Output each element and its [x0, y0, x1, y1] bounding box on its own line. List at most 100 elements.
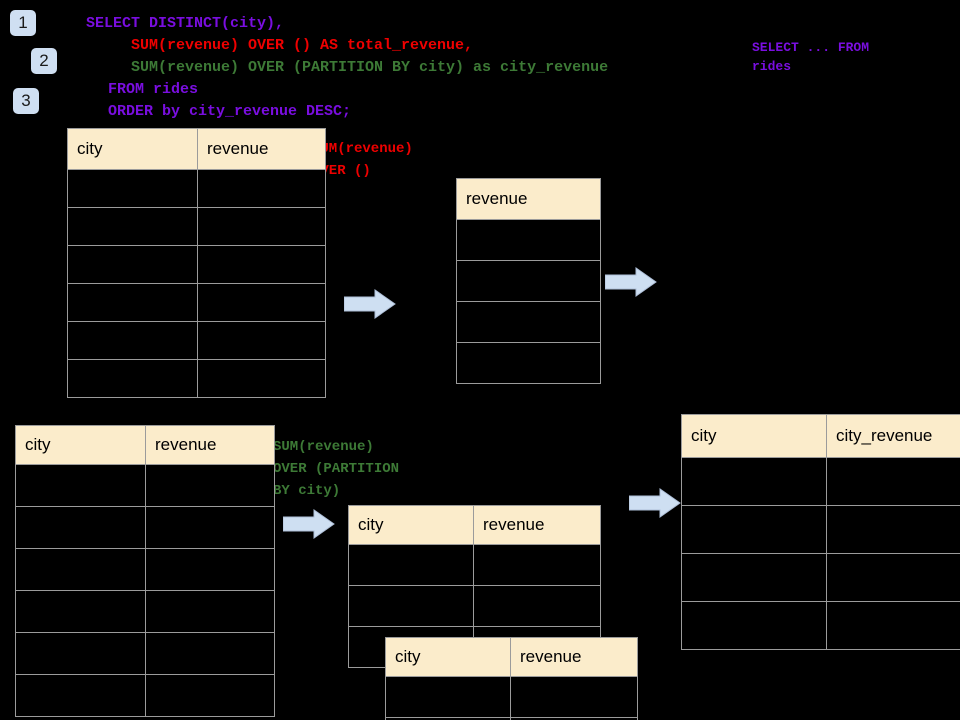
table-cell [145, 590, 275, 633]
table-cell [15, 548, 146, 591]
table-cell [456, 301, 601, 343]
table-cell [145, 674, 275, 717]
table-row [456, 301, 601, 343]
table-cell [145, 464, 275, 507]
step-badge-3: 3 [13, 88, 39, 114]
table-row [348, 544, 601, 586]
step-badge-1: 1 [10, 10, 36, 36]
table-row [385, 676, 638, 718]
total-revenue-table: revenue [456, 178, 601, 384]
table-cell [67, 321, 198, 360]
table-cell [197, 169, 326, 208]
table-cell [348, 544, 474, 586]
sum-over-empty-label: SUM(revenue) OVER () [312, 138, 413, 182]
table-row [67, 359, 326, 398]
table-row [15, 548, 275, 591]
table-row [681, 505, 960, 554]
table-row [15, 674, 275, 717]
table-cell [681, 505, 827, 554]
table-row [456, 219, 601, 261]
table-row [348, 585, 601, 627]
table-cell [15, 464, 146, 507]
table-row [67, 245, 326, 284]
sql-line-2: SUM(revenue) OVER () AS total_revenue, [131, 37, 474, 54]
table-cell [145, 632, 275, 675]
table-cell [826, 457, 960, 506]
table-cell [145, 506, 275, 549]
table-cell [510, 676, 638, 718]
table-cell [15, 590, 146, 633]
sum-over-partition-label-line-2: OVER (PARTITION [273, 461, 400, 477]
column-header-city: city [15, 425, 146, 465]
column-header-revenue: revenue [197, 128, 326, 170]
table-cell [197, 321, 326, 360]
table-cell [67, 359, 198, 398]
table-cell [197, 359, 326, 398]
column-header-revenue: revenue [145, 425, 275, 465]
table-cell [197, 207, 326, 246]
table-cell [67, 169, 198, 208]
table-row [15, 506, 275, 549]
table-cell [681, 601, 827, 650]
sql-line-5: ORDER by city_revenue DESC; [108, 103, 352, 120]
sum-over-empty-label-line-2: OVER () [312, 163, 371, 179]
table-row [681, 601, 960, 650]
table-cell [145, 548, 275, 591]
table-cell [510, 717, 638, 720]
column-header-city: city [681, 414, 827, 458]
table-cell [348, 585, 474, 627]
table-row [456, 342, 601, 384]
table-cell [15, 632, 146, 675]
table-cell [826, 505, 960, 554]
table-cell [456, 219, 601, 261]
step-badge-2: 2 [31, 48, 57, 74]
sum-over-empty-label-line-1: SUM(revenue) [312, 141, 413, 157]
table-cell [681, 553, 827, 602]
arrow-source-to-partition [282, 509, 335, 539]
table-cell [473, 585, 601, 627]
table-row [67, 169, 326, 208]
table-cell [15, 674, 146, 717]
table-cell [15, 506, 146, 549]
column-header-city: city [385, 637, 511, 677]
column-header-revenue: revenue [473, 505, 601, 545]
column-header-revenue: revenue [456, 178, 601, 220]
column-header-revenue: revenue [510, 637, 638, 677]
sql-line-1: SELECT DISTINCT(city), [86, 15, 285, 32]
table-cell [197, 245, 326, 284]
table-cell [681, 457, 827, 506]
table-cell [473, 544, 601, 586]
table-row [67, 207, 326, 246]
table-row [15, 464, 275, 507]
table-row [385, 717, 638, 720]
select-from-rides-label-line-2: rides [752, 59, 792, 74]
table-row [15, 632, 275, 675]
table-cell [826, 601, 960, 650]
table-cell [385, 676, 511, 718]
table-row [456, 260, 601, 302]
table-cell [67, 245, 198, 284]
table-row [67, 321, 326, 360]
table-row [67, 283, 326, 322]
table-cell [197, 283, 326, 322]
arrow-total-to-result [604, 267, 657, 297]
table-cell [826, 553, 960, 602]
table-row [681, 553, 960, 602]
arrow-source-to-total [343, 289, 396, 319]
sql-line-3: SUM(revenue) OVER (PARTITION BY city) as… [131, 59, 609, 76]
table-row [15, 590, 275, 633]
table-cell [456, 260, 601, 302]
table-cell [67, 283, 198, 322]
table-cell [67, 207, 198, 246]
